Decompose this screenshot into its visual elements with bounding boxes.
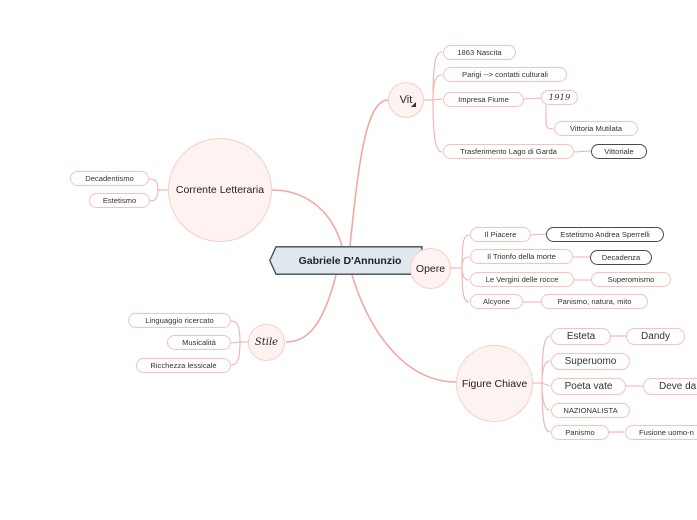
link-corrente-1 bbox=[148, 178, 159, 191]
link-figure-3 bbox=[541, 382, 551, 387]
stile-item-musicalita[interactable]: Musicalità bbox=[167, 335, 231, 350]
link-figure-1 bbox=[541, 335, 551, 384]
link-vita-4 bbox=[432, 99, 443, 153]
link-opere-2 bbox=[461, 256, 470, 269]
link-vita-2 bbox=[432, 74, 443, 101]
garda-sub-vittoriale[interactable]: Vittoriale bbox=[591, 144, 647, 159]
link-figure-5 bbox=[541, 382, 551, 433]
vita-item-parigi[interactable]: Parigi --> contatti culturali bbox=[443, 67, 567, 82]
opere-sub-decadenza[interactable]: Decadenza bbox=[590, 250, 652, 265]
vita-item-garda[interactable]: Trasferimento Lago di Garda bbox=[443, 144, 574, 159]
opere-item-vergini[interactable]: Le Vergini delle rocce bbox=[470, 272, 574, 287]
opere-sub-estetismo[interactable]: Estetismo Andrea Sperrelli bbox=[546, 227, 664, 242]
figure-item-esteta[interactable]: Esteta bbox=[551, 328, 611, 345]
figure-item-panismo[interactable]: Panismo bbox=[551, 425, 609, 440]
link-figure-4 bbox=[541, 382, 551, 411]
link-stile-2 bbox=[230, 341, 241, 344]
topic-opere[interactable]: Opere bbox=[410, 248, 451, 289]
stile-item-linguaggio[interactable]: Linguaggio ricercato bbox=[128, 313, 231, 328]
figure-sub-dandy[interactable]: Dandy bbox=[626, 328, 685, 345]
topic-vita[interactable]: Vit bbox=[388, 82, 424, 118]
link-root-corrente bbox=[271, 189, 343, 247]
root-node-label: Gabriele D'Annunzio bbox=[298, 254, 402, 267]
corrente-item-estetismo[interactable]: Estetismo bbox=[89, 193, 150, 208]
link-opere-sub-1 bbox=[530, 233, 547, 236]
opere-sub-superomismo[interactable]: Superomismo bbox=[591, 272, 671, 287]
opere-item-piacere[interactable]: Il Piacere bbox=[470, 227, 531, 242]
fiume-year-badge[interactable]: 1919 bbox=[541, 90, 578, 105]
corrente-item-decadentismo[interactable]: Decadentismo bbox=[70, 171, 149, 186]
topic-figure-chiave[interactable]: Figure Chiave bbox=[456, 345, 533, 422]
collapse-marker-icon[interactable] bbox=[411, 102, 417, 108]
link-opere-4 bbox=[461, 267, 470, 303]
link-stile-1 bbox=[230, 320, 241, 343]
link-corrente-2 bbox=[149, 189, 159, 202]
figure-item-nazionalista[interactable]: NAZIONALISTA bbox=[551, 403, 630, 418]
link-root-stile bbox=[285, 274, 337, 343]
opere-item-alcyone[interactable]: Alcyone bbox=[470, 294, 523, 309]
link-opere-1 bbox=[461, 234, 470, 269]
topic-corrente-letteraria[interactable]: Corrente Letteraria bbox=[168, 138, 272, 242]
opere-item-trionfo[interactable]: Il Trionfo della morte bbox=[470, 249, 573, 264]
figure-item-poeta-vate[interactable]: Poeta vate bbox=[551, 378, 626, 395]
link-fiume-sub bbox=[545, 105, 554, 130]
vita-item-fiume[interactable]: Impresa Fiume bbox=[443, 92, 524, 107]
figure-sub-deve-da[interactable]: Deve da bbox=[643, 378, 697, 395]
figure-sub-fusione[interactable]: Fusione uomo-n bbox=[625, 425, 697, 440]
figure-item-superuomo[interactable]: Superuomo bbox=[551, 353, 630, 370]
link-root-figure bbox=[351, 274, 457, 383]
root-node-shape bbox=[269, 246, 423, 275]
stile-item-ricchezza[interactable]: Ricchezza lessicale bbox=[136, 358, 231, 373]
link-fiume-year bbox=[522, 97, 542, 100]
root-node[interactable]: Gabriele D'Annunzio bbox=[269, 246, 423, 275]
link-stile-3 bbox=[230, 341, 241, 366]
link-vita-3 bbox=[432, 98, 443, 101]
vita-item-nascita[interactable]: 1863 Nascita bbox=[443, 45, 516, 60]
link-figure-2 bbox=[541, 360, 551, 384]
fiume-sub-vittoria[interactable]: Vittoria Mutilata bbox=[554, 121, 638, 136]
link-garda-sub bbox=[573, 150, 592, 153]
topic-stile[interactable]: Stile bbox=[248, 324, 285, 361]
link-root-vita bbox=[349, 99, 389, 247]
opere-sub-panismo[interactable]: Panismo, natura, mito bbox=[541, 294, 648, 309]
link-opere-3 bbox=[461, 267, 470, 281]
